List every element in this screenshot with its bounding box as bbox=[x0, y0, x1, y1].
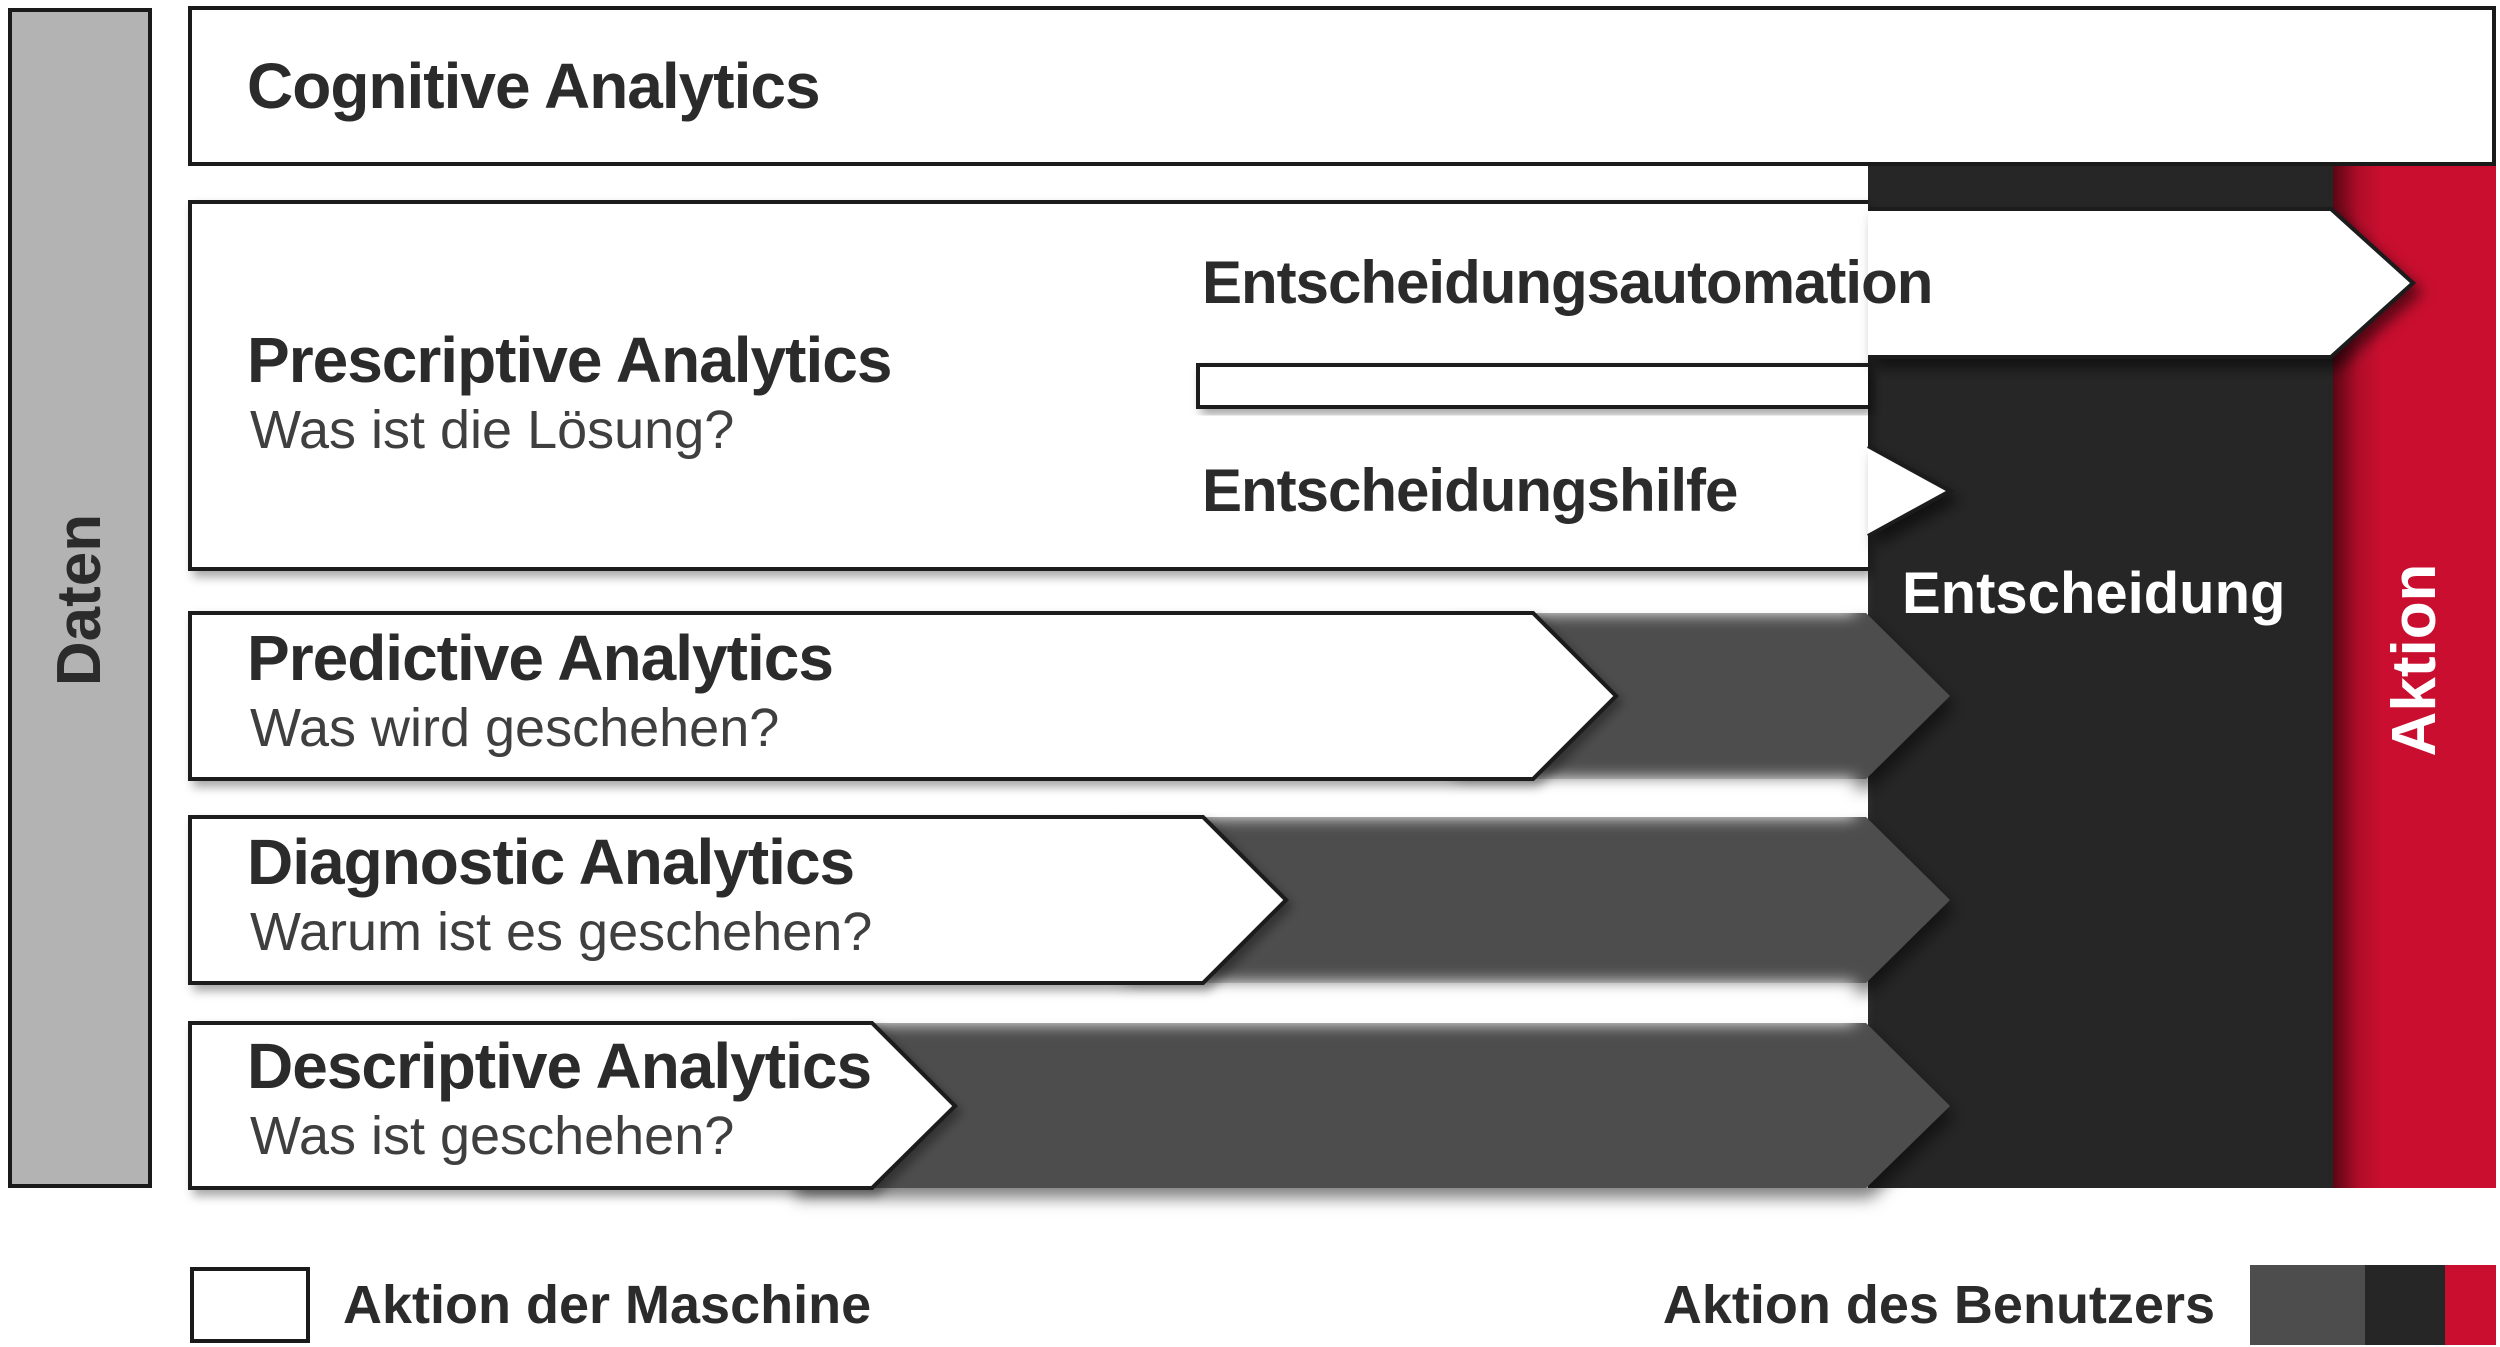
row-gap-blur bbox=[660, 779, 1855, 817]
prescriptive-title: Prescriptive Analytics bbox=[247, 324, 892, 396]
legend-user-swatch-red bbox=[2445, 1265, 2496, 1345]
legend-machine-swatch bbox=[190, 1267, 310, 1343]
diagnostic-box bbox=[188, 815, 1289, 985]
descriptive-question: Was ist geschehen? bbox=[250, 1106, 735, 1166]
legend-user-label: Aktion des Benutzers bbox=[1662, 1275, 2215, 1335]
cognitive-title: Cognitive Analytics bbox=[247, 50, 821, 122]
support-arrow-tip bbox=[1867, 444, 1955, 538]
diagnostic-title: Diagnostic Analytics bbox=[247, 826, 855, 898]
prescriptive-question: Was ist die Lösung? bbox=[250, 400, 735, 460]
cognitive-box bbox=[188, 6, 2496, 166]
machine-action-strip bbox=[1196, 363, 1868, 409]
prescriptive-box bbox=[188, 200, 1868, 571]
support-label: Entscheidungshilfe bbox=[1202, 457, 1738, 524]
action-bar bbox=[2333, 164, 2496, 1188]
row-gap-blur bbox=[660, 569, 1855, 613]
predictive-box bbox=[188, 611, 1619, 781]
descriptive-title: Descriptive Analytics bbox=[247, 1030, 872, 1102]
predictive-title: Predictive Analytics bbox=[247, 622, 834, 694]
user-action-arrow-descriptive bbox=[790, 1023, 1950, 1188]
decision-label: Entscheidung bbox=[1902, 561, 2286, 626]
action-bar-label: Aktion bbox=[2380, 563, 2449, 757]
automation-arrow bbox=[1868, 207, 2416, 359]
row-gap-blur bbox=[660, 983, 1855, 1023]
automation-label: Entscheidungsautomation bbox=[1202, 249, 1933, 316]
user-action-arrow-diagnostic bbox=[1120, 817, 1950, 983]
legend-user-swatch-gray bbox=[2250, 1265, 2365, 1345]
predictive-question: Was wird geschehen? bbox=[250, 698, 780, 758]
diagnostic-question: Warum ist es geschehen? bbox=[250, 902, 873, 962]
legend-machine-label: Aktion der Maschine bbox=[343, 1275, 872, 1335]
data-bar-label: Daten bbox=[45, 513, 114, 687]
legend-user-swatch-black bbox=[2365, 1265, 2445, 1345]
data-bar bbox=[8, 8, 152, 1188]
descriptive-box bbox=[188, 1021, 958, 1190]
